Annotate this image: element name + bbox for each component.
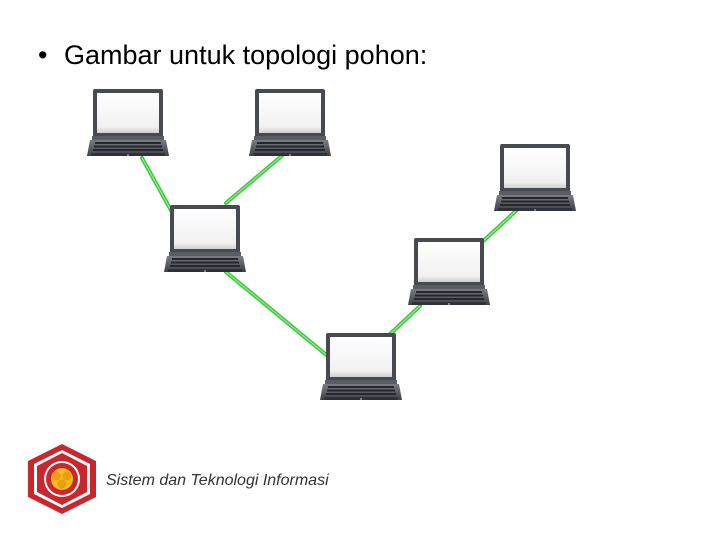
laptop-top-right-icon bbox=[494, 144, 576, 211]
laptop-middle-right-icon bbox=[408, 238, 490, 305]
slide-title: • Gambar untuk topologi pohon: bbox=[38, 40, 427, 71]
laptop-top-center-icon bbox=[249, 89, 331, 156]
footer-text: Sistem dan Teknologi Informasi bbox=[106, 472, 329, 489]
laptop-top-left-icon bbox=[87, 89, 169, 156]
laptop-middle-left-icon bbox=[164, 205, 246, 272]
laptop-root-icon bbox=[320, 333, 402, 400]
bullet: • bbox=[38, 40, 48, 70]
institution-logo-icon bbox=[28, 444, 96, 514]
title-text: Gambar untuk topologi pohon: bbox=[64, 40, 428, 70]
